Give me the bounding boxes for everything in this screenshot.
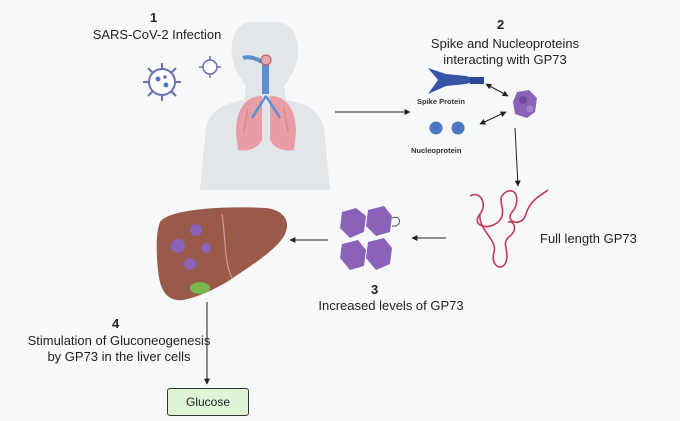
spike-protein-label: Spike Protein xyxy=(417,97,465,106)
step-4-number: 4 xyxy=(112,316,120,331)
glucose-label: Glucose xyxy=(185,395,231,409)
full-length-gp73-label: Full length GP73 xyxy=(540,231,637,246)
step-4-line-2: by GP73 in the liver cells xyxy=(47,349,191,364)
step-2-number: 2 xyxy=(497,17,505,32)
virus-icon xyxy=(143,63,181,101)
step-1-label: SARS-CoV-2 Infection xyxy=(92,27,222,42)
nucleoprotein-icon xyxy=(451,121,465,135)
human-torso-icon xyxy=(200,22,330,190)
gp73-protein-icon xyxy=(513,90,537,118)
gp73-chain-icon xyxy=(469,189,549,268)
nucleoprotein-label: Nucleoprotein xyxy=(411,146,462,155)
step-2-line-2: interacting with GP73 xyxy=(443,52,567,67)
liver-icon xyxy=(156,207,288,301)
lungs-icon xyxy=(236,54,296,151)
virus-icon xyxy=(199,56,221,78)
step-3-number: 3 xyxy=(371,282,379,297)
step-2-label: Spike and Nucleoproteins interacting wit… xyxy=(410,36,600,68)
step-1-number: 1 xyxy=(150,10,158,25)
step-4-line-1: Stimulation of Gluconeogenesis xyxy=(27,333,211,348)
glucose-box: Glucose xyxy=(167,388,249,416)
step-2-line-1: Spike and Nucleoproteins xyxy=(430,36,580,51)
gp73-cluster-icon xyxy=(340,206,400,270)
step-3-label: Increased levels of GP73 xyxy=(318,298,464,313)
spike-protein-icon xyxy=(428,68,484,94)
step-4-label: Stimulation of Gluconeogenesis by GP73 i… xyxy=(14,333,224,365)
nucleoprotein-icon xyxy=(429,121,443,135)
